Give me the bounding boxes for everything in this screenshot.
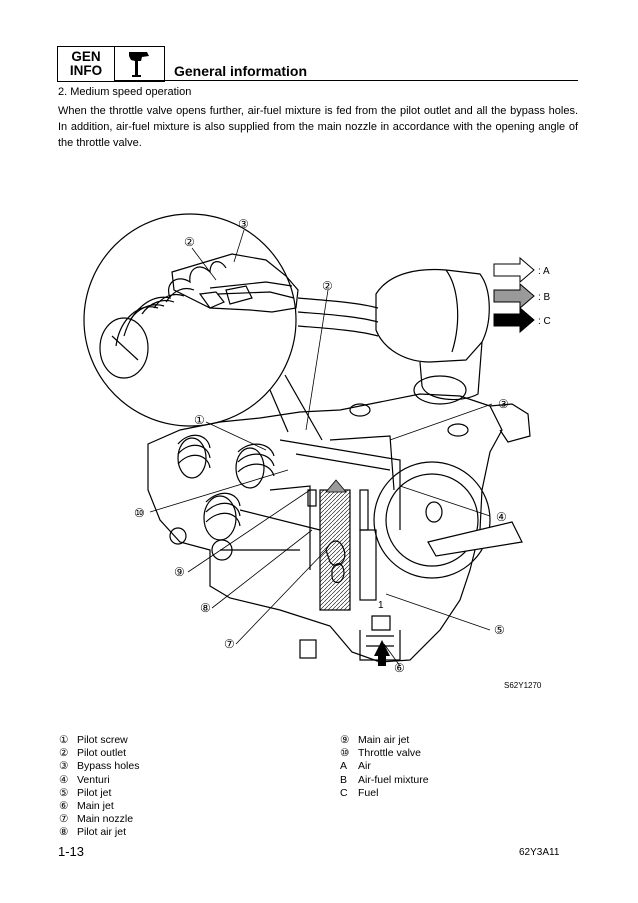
magnified-detail-circle [83, 213, 297, 427]
header-rule [115, 80, 578, 81]
document-code: 62Y3A11 [519, 847, 560, 858]
carburetor-figure: : A : B : C ③ ② ② ③ ① ④ ⑩ ⑨ ⑧ ⑦ ⑤ ⑥ 1 S6… [60, 190, 580, 700]
badge-line-1: GEN [71, 49, 101, 64]
callout-2: ② [322, 279, 333, 293]
arrow-key-c: : C [538, 316, 551, 327]
arrow-key: : A : B : C [493, 256, 551, 334]
outboard-motor-icon [115, 46, 165, 82]
callout-7: ⑦ [224, 637, 235, 651]
callout-6: ⑥ [394, 661, 405, 675]
callout-3: ③ [498, 397, 509, 411]
callout-3-detail: ③ [238, 217, 249, 231]
section-title: 2. Medium speed operation [58, 86, 192, 98]
gray-arrow-icon [493, 282, 535, 310]
callout-5: ⑤ [494, 623, 505, 637]
callout-small-1: 1 [378, 600, 384, 611]
callout-9: ⑨ [174, 565, 185, 579]
carburetor-diagram: : A : B : C ③ ② ② ③ ① ④ ⑩ ⑨ ⑧ ⑦ ⑤ ⑥ 1 S6… [83, 213, 551, 690]
gen-info-badge: GEN INFO [57, 46, 115, 82]
figure-code: S62Y1270 [504, 681, 542, 690]
callout-4: ④ [496, 510, 507, 524]
callout-2-detail: ② [184, 235, 195, 249]
page-title: General information [174, 63, 308, 79]
black-arrow-icon [493, 306, 535, 334]
callout-10: ⑩ [134, 506, 145, 520]
callout-1: ① [194, 413, 205, 427]
badge-line-2: INFO [69, 63, 103, 78]
white-arrow-icon [493, 256, 535, 284]
page-number: 1-13 [58, 844, 85, 859]
section-body: When the throttle valve opens further, a… [58, 105, 578, 149]
arrow-key-a: : A [538, 266, 550, 277]
arrow-key-b: : B [538, 292, 551, 303]
callout-8: ⑧ [200, 601, 211, 615]
